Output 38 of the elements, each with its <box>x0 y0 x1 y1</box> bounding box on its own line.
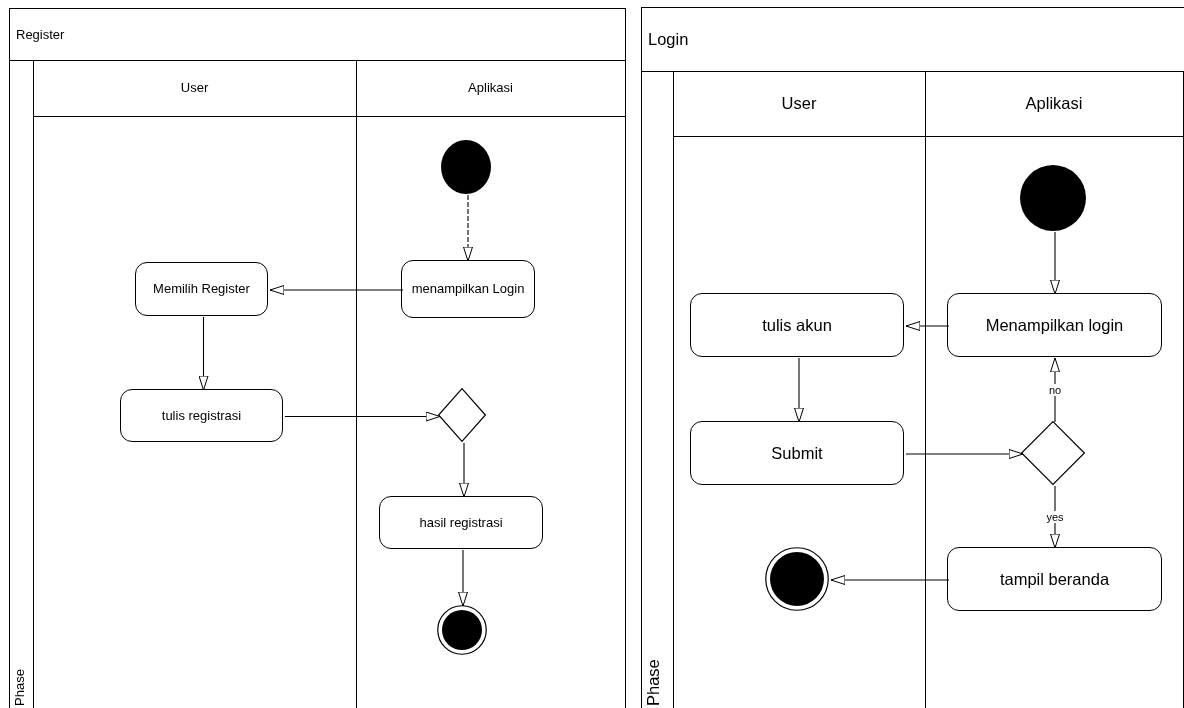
flow-arrow <box>1050 231 1060 295</box>
flow-arrow <box>459 442 469 498</box>
flow-arrow <box>1050 485 1060 549</box>
pool-title: Login <box>648 30 689 50</box>
flow-arrow <box>458 549 468 607</box>
swimlane <box>925 70 1184 708</box>
activity-box: Submit <box>690 421 904 485</box>
flow-arrow <box>830 575 950 585</box>
activity-box: tulis akun <box>690 293 904 357</box>
phase-band <box>640 70 674 708</box>
phase-band <box>8 59 34 708</box>
lane-title: User <box>780 93 818 113</box>
lane-title: User <box>179 80 210 96</box>
flow-arrow <box>794 357 804 423</box>
pool-title: Register <box>16 27 65 43</box>
activity-box: menampilkan Login <box>401 260 535 318</box>
flow-arrow <box>269 285 404 295</box>
swimlane-pool <box>9 8 626 708</box>
lane-title: Aplikasi <box>1024 93 1084 113</box>
activity-box: tulis registrasi <box>120 389 283 442</box>
activity-box: tampil beranda <box>947 547 1162 611</box>
activity-box: hasil registrasi <box>379 496 543 549</box>
activity-box: Menampilkan login <box>947 293 1162 357</box>
phase-label: Phase <box>11 668 27 706</box>
activity-box: Memilih Register <box>135 262 268 316</box>
flow-arrow <box>284 411 441 422</box>
swimlane-pool <box>641 7 1184 708</box>
swimlane <box>33 59 357 708</box>
swimlane <box>673 70 926 708</box>
edge-label: yes <box>1045 511 1065 523</box>
flow-arrow <box>905 449 1024 459</box>
flow-arrow <box>1050 357 1060 423</box>
flow-arrow <box>905 321 950 331</box>
flow-arrow <box>198 316 209 391</box>
edge-label: no <box>1047 384 1063 396</box>
flow-arrow <box>463 194 473 262</box>
phase-label: Phase <box>643 658 663 706</box>
lane-title: Aplikasi <box>467 80 514 96</box>
